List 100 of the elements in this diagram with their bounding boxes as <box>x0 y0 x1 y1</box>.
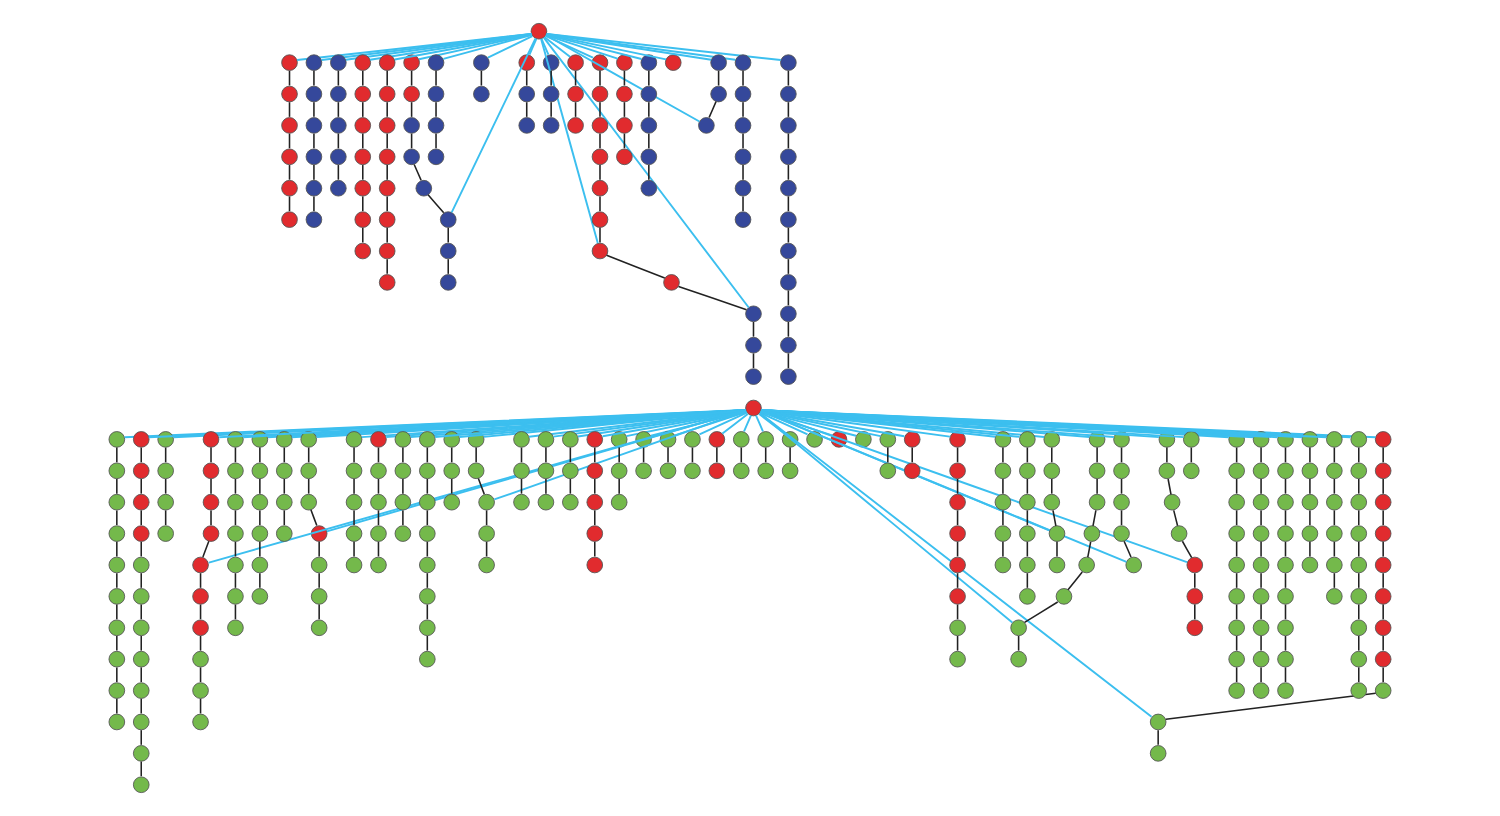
node-circle <box>1252 493 1270 511</box>
connector <box>1357 572 1360 589</box>
node-circle <box>378 148 396 166</box>
connector <box>386 132 388 150</box>
node-circle <box>567 54 584 71</box>
connector <box>362 132 364 150</box>
node-circle <box>330 148 347 166</box>
node-circle <box>132 745 150 762</box>
node-circle <box>1326 431 1343 448</box>
connector <box>1260 478 1262 495</box>
connector <box>362 164 364 181</box>
node-circle <box>994 493 1012 511</box>
connector <box>447 258 450 275</box>
node-circle <box>251 462 269 480</box>
node-circle <box>378 211 396 228</box>
node-circle <box>710 54 727 71</box>
connector <box>210 509 212 526</box>
node-circle <box>192 619 209 637</box>
node-circle <box>1277 556 1294 574</box>
connector <box>1382 666 1384 683</box>
node-circle <box>949 431 966 448</box>
connector <box>759 410 882 438</box>
node-circle <box>251 556 269 574</box>
connector <box>760 409 951 438</box>
node-circle <box>640 85 658 103</box>
node-circle <box>640 117 658 134</box>
node-circle <box>1088 462 1106 480</box>
connector <box>1382 509 1384 526</box>
connector <box>550 70 552 87</box>
connector <box>450 478 453 495</box>
node-circle <box>635 431 652 448</box>
node-circle <box>354 242 372 260</box>
node-circle <box>378 274 396 291</box>
connector <box>648 70 650 87</box>
node-circle <box>780 179 797 197</box>
node-circle <box>281 148 298 166</box>
connector <box>525 70 528 87</box>
node-circle <box>806 431 823 448</box>
node-circle <box>537 431 555 448</box>
node-circle <box>610 462 628 480</box>
node-circle <box>1088 493 1106 511</box>
connector <box>677 285 748 311</box>
node-circle <box>513 462 530 480</box>
node-circle <box>1113 431 1130 448</box>
node-circle <box>542 85 560 103</box>
node-circle <box>780 148 797 166</box>
connector <box>543 36 571 58</box>
node-circle <box>1326 493 1343 511</box>
node-circle <box>330 54 347 71</box>
node-circle <box>1374 650 1392 668</box>
node-circle <box>1113 462 1130 480</box>
node-circle <box>281 211 298 228</box>
node-circle <box>305 117 323 134</box>
node-circle <box>1350 682 1368 699</box>
node-circle <box>1019 493 1036 511</box>
node-circle <box>419 556 436 574</box>
node-circle <box>378 242 396 260</box>
connector <box>1382 446 1384 463</box>
connector <box>742 132 744 150</box>
connector <box>435 101 437 118</box>
node-circle <box>567 117 584 134</box>
node-circle <box>1186 556 1204 574</box>
node-circle <box>664 54 682 71</box>
connector <box>402 509 404 526</box>
node-circle <box>305 148 323 166</box>
node-circle <box>1149 745 1167 762</box>
node-circle <box>1043 431 1061 448</box>
node-circle <box>1374 619 1392 637</box>
connector <box>599 132 601 150</box>
node-circle <box>949 588 966 605</box>
node-circle <box>591 211 609 228</box>
node-circle <box>251 493 269 511</box>
node-circle <box>781 462 799 480</box>
connector <box>758 412 1153 718</box>
node-circle <box>305 85 323 103</box>
node-circle <box>132 525 150 542</box>
node-circle <box>734 117 752 134</box>
connector <box>698 411 748 436</box>
node-circle <box>1088 431 1106 448</box>
connector <box>1309 541 1311 558</box>
node-circle <box>591 54 609 71</box>
node-circle <box>310 556 328 574</box>
node-circle <box>354 148 372 166</box>
node-circle <box>949 650 966 668</box>
node-circle <box>1301 431 1319 448</box>
connector <box>386 164 388 181</box>
node-circle <box>227 525 244 542</box>
node-circle <box>427 148 445 166</box>
node-circle <box>780 85 797 103</box>
node-circle <box>591 179 609 197</box>
connector <box>386 258 388 275</box>
node-circle <box>394 462 412 480</box>
node-circle <box>1277 431 1294 448</box>
node-circle <box>108 682 126 699</box>
node-circle <box>132 462 150 480</box>
connector <box>673 411 748 437</box>
node-circle <box>132 619 150 637</box>
node-circle <box>1277 682 1294 699</box>
connector <box>1194 603 1196 620</box>
connector <box>1050 446 1053 463</box>
